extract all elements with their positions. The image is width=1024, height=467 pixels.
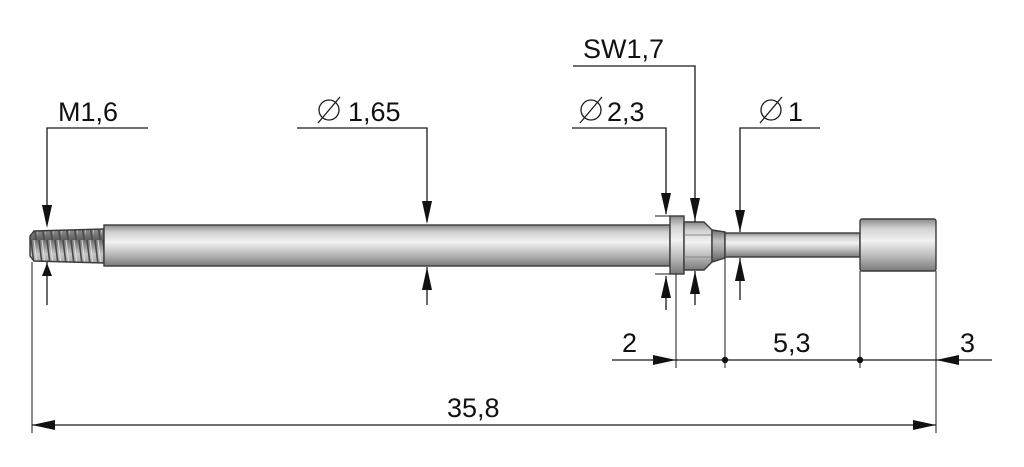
label-seg-collar: 2 <box>622 328 637 358</box>
hex-section <box>683 221 713 271</box>
dim-tip-diameter: 1 <box>735 96 820 300</box>
collar-section <box>669 215 685 275</box>
head-section <box>859 218 937 272</box>
extension-lines <box>31 258 937 433</box>
label-hex-size: SW1,7 <box>583 34 664 64</box>
diameter-icon <box>317 96 341 124</box>
dim-chain: 2 5,3 3 <box>612 328 992 365</box>
label-overall-length: 35,8 <box>447 393 500 423</box>
dim-overall-length: 35,8 <box>32 393 936 430</box>
cone-section <box>711 229 726 263</box>
dim-thread: M1,6 <box>42 97 148 305</box>
label-seg-tip: 5,3 <box>773 328 811 358</box>
label-seg-head: 3 <box>960 328 975 358</box>
tip-shaft-section <box>724 232 861 258</box>
dim-shaft-diameter: 1,65 <box>297 96 432 305</box>
pin-part <box>29 215 937 275</box>
dim-hex-size: SW1,7 <box>573 34 700 305</box>
diameter-icon <box>579 96 603 124</box>
thread-section <box>29 228 105 264</box>
label-shaft-diameter: 1,65 <box>348 97 401 127</box>
dim-collar-diameter: 2,3 <box>572 96 671 310</box>
diameter-icon <box>759 96 783 124</box>
label-thread: M1,6 <box>58 97 118 127</box>
label-tip-diameter: 1 <box>788 97 803 127</box>
label-collar-diameter: 2,3 <box>607 97 645 127</box>
shaft-section <box>103 224 671 267</box>
